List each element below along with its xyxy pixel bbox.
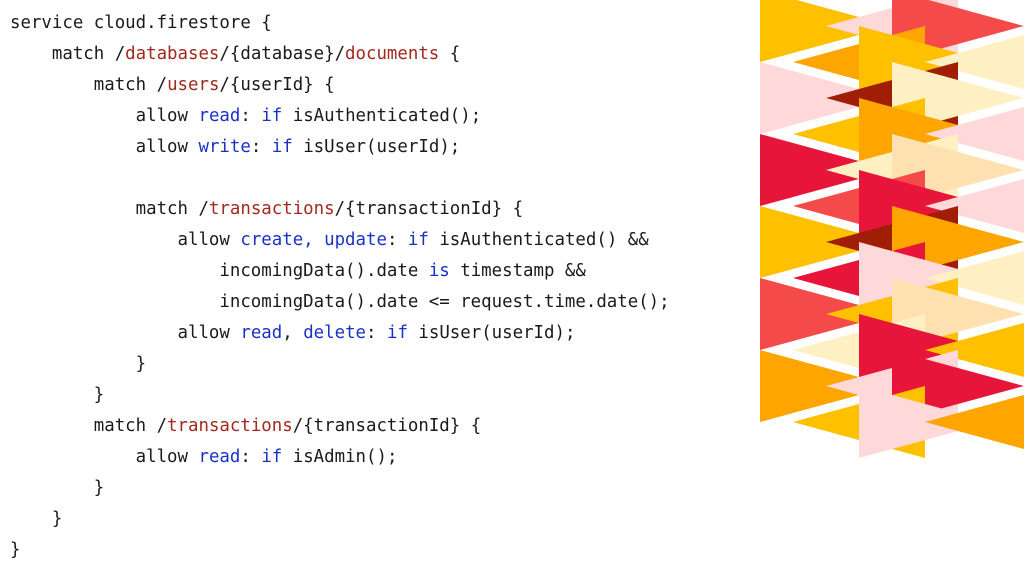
code-keyword: delete [303,323,367,343]
decor-triangle [925,251,1024,305]
code-text: allow [10,137,199,157]
code-keyword: write [198,137,251,157]
code-text: incomingData().date <= request.time.date… [10,292,670,312]
code-line: match /users/{userId} { [10,70,670,101]
code-path-segment: documents [345,44,440,64]
code-line: allow read: if isAuthenticated(); [10,101,670,132]
code-line: service cloud.firestore { [10,8,670,39]
code-text: isAuthenticated(); [282,106,482,126]
code-line: } [10,535,670,566]
code-line: allow create, update: if isAuthenticated… [10,225,670,256]
code-text: } [10,509,63,529]
code-text: isUser(userId); [407,323,576,343]
code-text: } [10,385,105,405]
code-line: allow read, delete: if isUser(userId); [10,318,670,349]
code-keyword: if [386,323,408,343]
code-keyword: is [428,261,450,281]
code-text: allow [10,106,199,126]
code-text: timestamp && [449,261,586,281]
code-text: } [10,540,21,560]
code-text: allow [10,447,199,467]
code-text: match / [10,75,168,95]
code-text: match / [10,199,209,219]
code-text: /{database}/ [219,44,346,64]
code-keyword: read [198,447,241,467]
code-keyword: read [198,106,241,126]
code-line: allow read: if isAdmin(); [10,442,670,473]
decor-triangle [925,323,1024,377]
code-line: incomingData().date <= request.time.date… [10,287,670,318]
code-text: : [386,230,408,250]
code-line: } [10,380,670,411]
code-text: : [250,137,272,157]
code-text: isAdmin(); [282,447,398,467]
code-line [10,163,670,194]
code-text: service cloud.firestore { [10,13,272,33]
code-path-segment: transactions [208,199,335,219]
code-text: allow [10,230,241,250]
code-keyword: if [261,447,283,467]
decor-triangle [760,0,892,62]
code-text: { [439,44,461,64]
code-text: isUser(userId); [292,137,461,157]
code-keyword: if [261,106,283,126]
code-text: : [240,106,262,126]
code-line: } [10,504,670,535]
code-keyword: create, update [240,230,387,250]
decor-triangle [925,35,1024,89]
code-line: match /databases/{database}/documents { [10,39,670,70]
code-line: incomingData().date is timestamp && [10,256,670,287]
code-text: isAuthenticated() && [428,230,649,250]
code-text: } [10,354,147,374]
code-line: match /transactions/{transactionId} { [10,194,670,225]
code-text: /{userId} { [219,75,335,95]
code-text: /{transactionId} { [292,416,482,436]
decor-triangle [925,395,1024,449]
code-block: service cloud.firestore { match /databas… [10,8,670,566]
code-text: : [240,447,262,467]
decor-triangle [925,107,1024,161]
code-text: match / [10,416,168,436]
code-path-segment: transactions [167,416,293,436]
code-text: , [282,323,304,343]
code-text: incomingData().date [10,261,429,281]
code-line: } [10,349,670,380]
code-text: match / [10,44,126,64]
code-path-segment: databases [125,44,220,64]
code-keyword: if [407,230,429,250]
code-text: allow [10,323,241,343]
code-line: } [10,473,670,504]
decor-triangle [925,179,1024,233]
code-line: allow write: if isUser(userId); [10,132,670,163]
code-text: /{transactionId} { [334,199,524,219]
code-line: match /transactions/{transactionId} { [10,411,670,442]
code-keyword: if [271,137,293,157]
code-keyword: read [240,323,283,343]
code-text: : [366,323,387,343]
slide-page-number: 45 [993,546,1012,565]
code-path-segment: users [167,75,220,95]
code-text: } [10,478,105,498]
